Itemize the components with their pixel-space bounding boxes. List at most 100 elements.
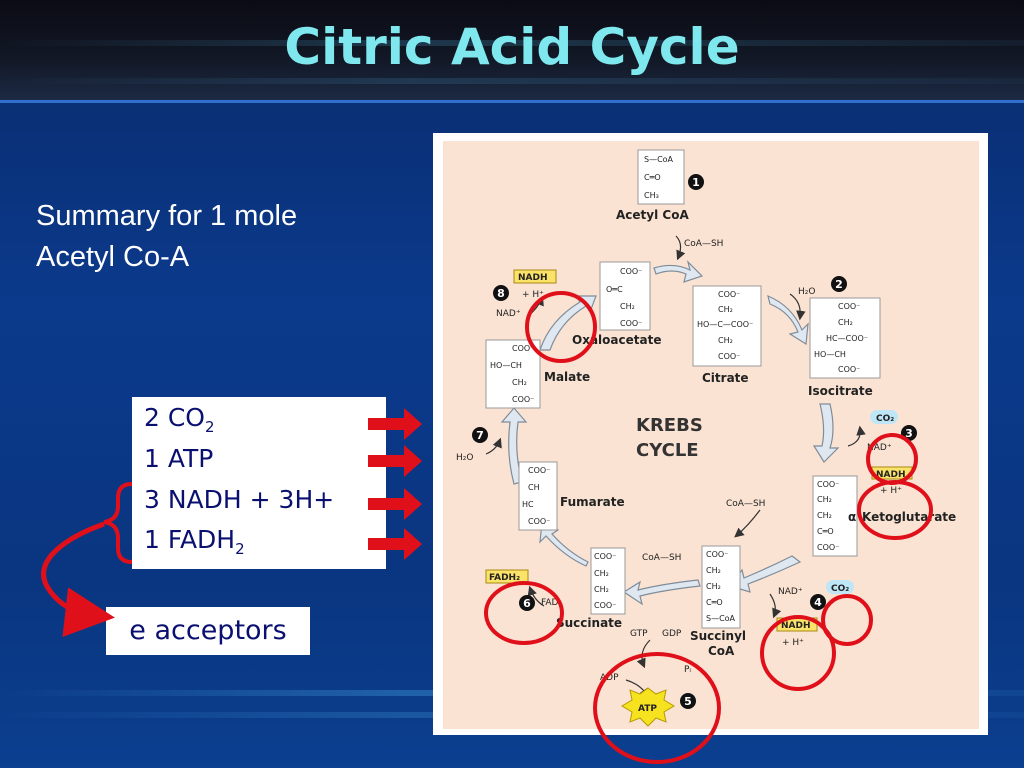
step-2-text: 2 — [835, 278, 843, 291]
succinate-label: Succinate — [556, 616, 622, 630]
summary-text: Summary for 1 mole Acetyl Co-A — [36, 196, 297, 278]
box-malate — [485, 339, 541, 409]
highlight-circle-atp — [593, 652, 721, 764]
decorative-streak — [0, 40, 1024, 46]
hplus-3-label: + H⁺ — [880, 486, 902, 496]
nadh-8-label: NADH — [518, 273, 548, 283]
red-highlight-circles — [484, 291, 933, 764]
step-7-badge: 7 — [472, 427, 488, 443]
fumarate-formula-1: COO⁻ — [528, 466, 550, 475]
step-5-badge: 5 — [680, 693, 696, 709]
oxalo-formula-2: O═C — [606, 285, 623, 294]
succinyl-formula-2: CH₂ — [706, 566, 721, 575]
isocitrate-formula-5: COO⁻ — [838, 365, 860, 374]
structure-formulas: S—CoA C═O CH₃ COO⁻ O═C CH₂ COO⁻ COO⁻ CH₂… — [490, 155, 868, 623]
succinyl-formula-1: COO⁻ — [706, 550, 728, 559]
succinate-formula-4: COO⁻ — [594, 601, 616, 610]
atp-label: ATP — [638, 704, 657, 714]
co2-product: 2 CO2 — [144, 403, 215, 436]
nadh-product: 3 NADH + 3H+ — [144, 485, 335, 514]
step-2-badge: 2 — [831, 276, 847, 292]
box-ketoglutarate — [812, 475, 858, 557]
malate-label: Malate — [544, 370, 590, 384]
e-acceptors-label: e acceptors — [106, 607, 310, 655]
highlight-circle-nadh-4 — [760, 615, 836, 691]
coa-sh-top: CoA—SH — [684, 239, 723, 249]
fumarate-formula-2: CH — [528, 483, 540, 492]
nadh-3-label: NADH — [876, 470, 906, 480]
cofactor-labels: CoA—SH H₂O H₂O NAD⁺ NADH + H⁺ CO₂ CoA—SH… — [456, 239, 906, 714]
box-succinate — [590, 547, 626, 615]
succinate-formula-2: CH₂ — [594, 569, 609, 578]
fumarate-label: Fumarate — [560, 495, 625, 509]
coa-sh-mid: CoA—SH — [726, 499, 765, 509]
cycle-flow-arrows — [500, 260, 840, 606]
ketoglut-formula-2: CH₂ — [817, 495, 832, 504]
ketoglut-formula-4: C═O — [817, 527, 834, 536]
malate-formula-2: HO—CH — [490, 361, 522, 370]
fadh2-product: 1 FADH2 — [144, 525, 245, 558]
curved-red-arrow — [41, 521, 115, 637]
citrate-label: Citrate — [702, 371, 749, 385]
krebs-cycle-label: KREBS CYCLE — [636, 415, 703, 461]
citrate-formula-2: CH₂ — [718, 305, 733, 314]
summary-line-2: Acetyl Co-A — [36, 241, 190, 273]
nad-4-label: NAD⁺ — [778, 587, 803, 597]
fadh2-box — [485, 569, 529, 584]
flow-arrow-5 — [622, 579, 701, 606]
step-1-badge: 1 — [688, 174, 704, 190]
ketoglut-formula-5: COO⁻ — [817, 543, 839, 552]
citrate-formula-4: CH₂ — [718, 336, 733, 345]
krebs-label-line-1: KREBS — [636, 415, 703, 436]
nad-8-label: NAD⁺ — [496, 309, 521, 319]
citrate-formula-5: COO⁻ — [718, 352, 740, 361]
side-arrow-gtp — [636, 639, 651, 669]
acetyl-formula-2: C═O — [644, 173, 661, 182]
citrate-formula-1: COO⁻ — [718, 290, 740, 299]
succinate-formula-1: COO⁻ — [594, 552, 616, 561]
succinyl-formula-4: C═O — [706, 598, 723, 607]
malate-formula-4: COO⁻ — [512, 395, 534, 404]
adp-label: ADP — [600, 673, 619, 683]
isocitrate-formula-4: HO—CH — [814, 350, 846, 359]
nadh-4-label: NADH — [781, 621, 811, 631]
isocitrate-formula-2: CH₂ — [838, 318, 853, 327]
nadh-8-box — [513, 269, 557, 284]
box-citrate — [692, 285, 762, 367]
hplus-4-label: + H⁺ — [782, 638, 804, 648]
step-1-text: 1 — [692, 176, 700, 189]
flow-arrow-3 — [812, 403, 840, 463]
isocitrate-formula-3: HC—COO⁻ — [826, 334, 868, 343]
structure-boxes — [485, 149, 881, 629]
highlight-circle-co2-4 — [821, 594, 873, 646]
malate-formula-1: COO⁻ — [512, 344, 534, 353]
h2o-2-label: H₂O — [798, 287, 815, 297]
ketoglutarate-label: Ketoglutarate — [862, 510, 956, 524]
flow-arrow-2 — [767, 294, 809, 346]
gdp-label: GDP — [662, 629, 682, 639]
side-arrow-nad-4 — [769, 593, 782, 619]
side-arrow-h2o-2 — [789, 293, 806, 321]
succinyl-label: Succinyl — [690, 629, 746, 643]
gtp-label: GTP — [630, 629, 648, 639]
bracket-brace — [103, 482, 133, 564]
fadh2-label: FADH₂ — [489, 573, 520, 583]
acetyl-coa-label: Acetyl CoA — [616, 208, 689, 222]
oxalo-formula-3: CH₂ — [620, 302, 635, 311]
oxalo-formula-1: COO⁻ — [620, 267, 642, 276]
cofactor-highlights — [485, 269, 913, 632]
co2-4-box — [826, 580, 854, 594]
ketoglut-formula-1: COO⁻ — [817, 480, 839, 489]
side-arrow-nad-3 — [847, 425, 866, 447]
acetyl-formula-1: S—CoA — [644, 155, 674, 164]
co2-3-label: CO₂ — [876, 414, 894, 424]
atp-starburst — [621, 687, 675, 727]
nad-3-label: NAD⁺ — [867, 443, 892, 453]
side-arrow-h2o-7 — [485, 437, 502, 455]
pi-label: Pᵢ — [684, 665, 691, 675]
decorative-streak — [0, 78, 1024, 84]
step-8-text: 8 — [497, 287, 505, 300]
atp-product: 1 ATP — [144, 444, 214, 473]
red-arrow-fadh2 — [368, 528, 422, 560]
oxaloacetate-label: Oxaloacetate — [572, 333, 661, 347]
